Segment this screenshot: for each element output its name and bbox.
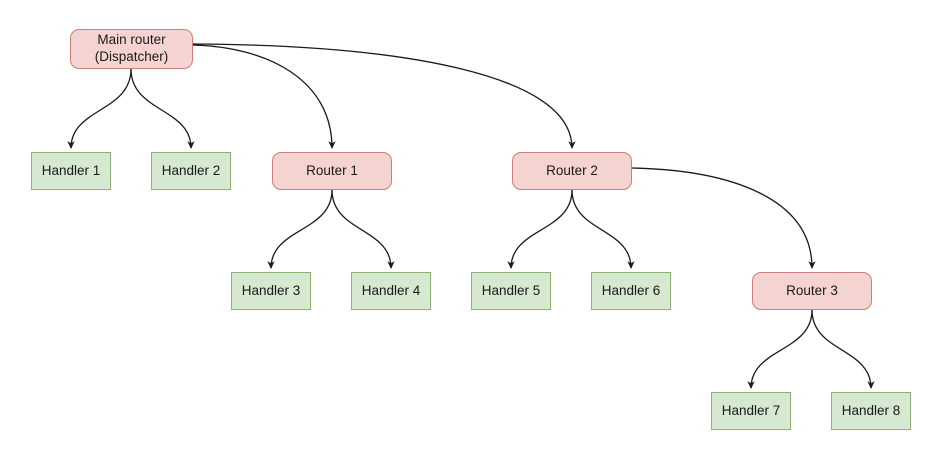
node-router-2[interactable]: Router 2 <box>512 152 632 190</box>
edge-router-1-to-handler-4 <box>331 189 395 270</box>
node-handler-8[interactable]: Handler 8 <box>831 392 911 430</box>
node-label-router-2: Router 2 <box>546 162 598 178</box>
node-label-router-3: Router 3 <box>786 282 838 298</box>
node-router-3[interactable]: Router 3 <box>752 272 872 310</box>
edge-router-2-to-handler-5 <box>507 189 573 270</box>
edge-router-3-to-handler-8 <box>811 309 875 390</box>
edge-main-to-handler-1 <box>67 68 132 150</box>
edge-paths <box>67 43 875 390</box>
node-label-handler-8: Handler 8 <box>841 402 901 418</box>
edge-main-to-handler-2 <box>130 68 195 150</box>
node-handler-2[interactable]: Handler 2 <box>151 152 231 190</box>
node-handler-4[interactable]: Handler 4 <box>351 272 431 310</box>
node-label-handler-5: Handler 5 <box>481 282 541 298</box>
node-router-1[interactable]: Router 1 <box>272 152 392 190</box>
node-label-router-1: Router 1 <box>306 162 358 178</box>
node-handler-5[interactable]: Handler 5 <box>471 272 551 310</box>
edge-main-to-router-2 <box>192 43 576 150</box>
node-label-handler-7: Handler 7 <box>721 402 781 418</box>
node-label-main-router: Main router (Dispatcher) <box>94 32 169 64</box>
edge-router-2-to-handler-6 <box>571 189 635 270</box>
node-label-handler-1: Handler 1 <box>41 162 101 178</box>
node-label-handler-6: Handler 6 <box>601 282 661 298</box>
edge-router-2-to-router-3 <box>631 167 816 270</box>
node-label-handler-3: Handler 3 <box>241 282 301 298</box>
node-label-handler-2: Handler 2 <box>161 162 221 178</box>
node-label-handler-4: Handler 4 <box>361 282 421 298</box>
edge-router-3-to-handler-7 <box>747 309 813 390</box>
edge-main-to-router-1 <box>192 44 336 150</box>
node-main-router[interactable]: Main router (Dispatcher) <box>70 29 193 69</box>
node-handler-7[interactable]: Handler 7 <box>711 392 791 430</box>
node-handler-1[interactable]: Handler 1 <box>31 152 111 190</box>
edge-router-1-to-handler-3 <box>267 189 333 270</box>
node-handler-6[interactable]: Handler 6 <box>591 272 671 310</box>
node-handler-3[interactable]: Handler 3 <box>231 272 311 310</box>
